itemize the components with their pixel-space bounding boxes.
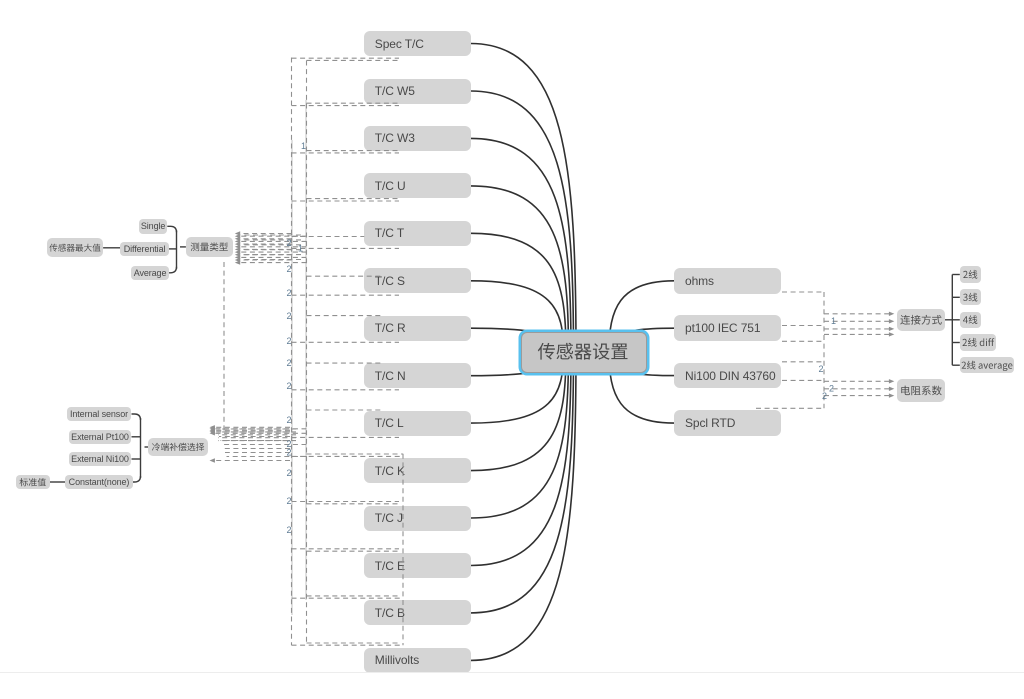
svg-text:2: 2 xyxy=(287,311,292,321)
svg-text:2: 2 xyxy=(287,496,292,506)
svg-text:2: 2 xyxy=(829,384,834,394)
svg-text:2: 2 xyxy=(287,525,292,535)
svg-text:2: 2 xyxy=(287,381,292,391)
svg-text:2: 2 xyxy=(287,336,292,346)
svg-text:2: 2 xyxy=(287,468,292,478)
svg-text:2: 2 xyxy=(287,448,292,458)
svg-text:1: 1 xyxy=(301,141,306,151)
svg-text:1: 1 xyxy=(831,316,836,326)
svg-text:2: 2 xyxy=(287,264,292,274)
svg-text:1: 1 xyxy=(298,244,303,254)
svg-text:2: 2 xyxy=(287,238,292,248)
svg-text:2: 2 xyxy=(287,439,292,449)
svg-text:2: 2 xyxy=(819,364,824,374)
svg-text:2: 2 xyxy=(287,288,292,298)
svg-text:2: 2 xyxy=(287,358,292,368)
svg-text:2: 2 xyxy=(287,415,292,425)
svg-text:2: 2 xyxy=(822,391,827,401)
